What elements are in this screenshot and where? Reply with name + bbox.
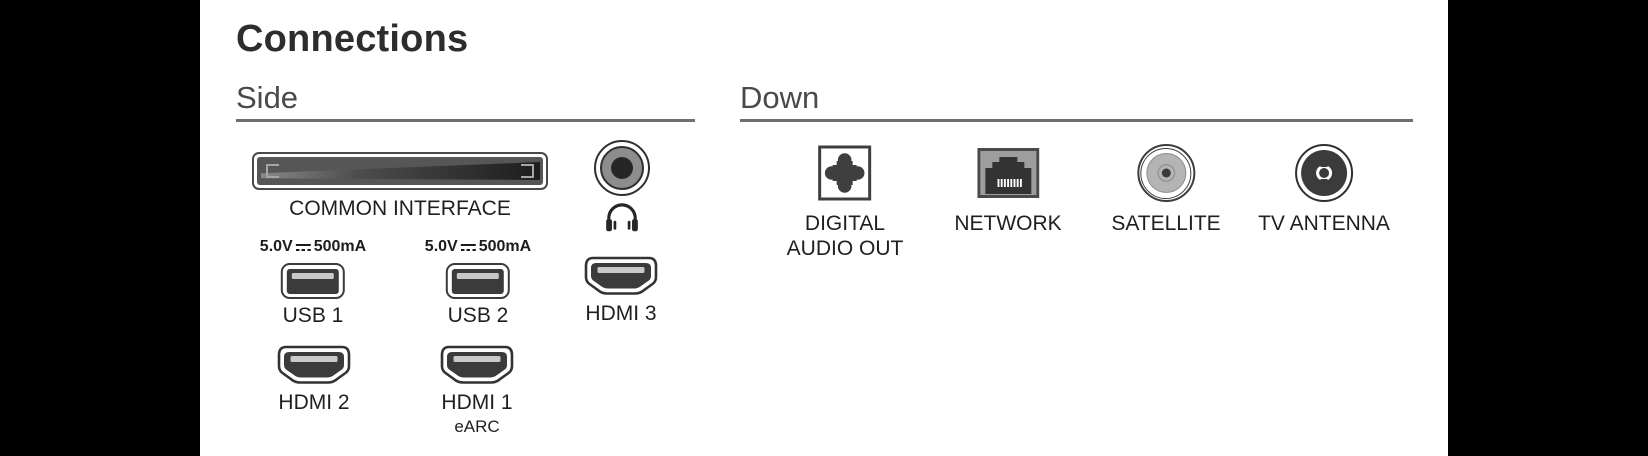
connector-pin bbox=[1161, 168, 1171, 178]
digital-audio-out-label-line1: DIGITAL bbox=[804, 212, 886, 235]
usb1-power-rating: 5.0V 500mA bbox=[260, 238, 366, 256]
satellite-port: SATELLITE bbox=[1111, 144, 1221, 236]
ethernet-rj45-icon bbox=[976, 148, 1039, 198]
ring-gap-bottom bbox=[1320, 179, 1328, 184]
hdmi3-port: HDMI 3 bbox=[583, 255, 659, 327]
ring-gap-top bbox=[1320, 162, 1328, 167]
hdmi3-label: HDMI 3 bbox=[585, 302, 657, 325]
common-interface-slot-icon bbox=[252, 152, 548, 190]
icon-area bbox=[976, 144, 1039, 202]
down-section-rule bbox=[740, 119, 1413, 122]
headphone-output bbox=[594, 140, 650, 234]
usb1-voltage: 5.0V bbox=[259, 238, 293, 255]
dc-symbol-icon bbox=[295, 243, 312, 254]
usb1-current: 500mA bbox=[313, 238, 367, 255]
down-section-heading: Down bbox=[740, 80, 820, 115]
slot-shading bbox=[261, 162, 540, 180]
hdmi1-earc-label: eARC bbox=[454, 417, 500, 436]
hdmi-port-icon bbox=[277, 345, 351, 384]
usb-tongue bbox=[287, 268, 339, 294]
side-section-rule bbox=[236, 119, 695, 122]
hdmi2-port: HDMI 2 bbox=[276, 344, 352, 416]
satellite-connector-icon bbox=[1136, 144, 1195, 202]
usb1-port: 5.0V 500mA USB 1 bbox=[260, 238, 366, 329]
tv-antenna-port: TV ANTENNA bbox=[1258, 144, 1390, 236]
usb2-port: 5.0V 500mA USB 2 bbox=[425, 238, 531, 329]
usb2-current: 500mA bbox=[478, 238, 532, 255]
tv-antenna-label: TV ANTENNA bbox=[1258, 212, 1390, 235]
hdmi2-label: HDMI 2 bbox=[278, 391, 350, 414]
headphone-jack-icon bbox=[594, 140, 650, 196]
common-interface-label: COMMON INTERFACE bbox=[289, 197, 511, 220]
common-interface-port: COMMON INTERFACE bbox=[252, 152, 548, 222]
headphones-icon bbox=[606, 203, 638, 232]
network-label: NETWORK bbox=[954, 212, 1062, 235]
slot-bracket-right bbox=[521, 164, 534, 178]
icon-area bbox=[818, 144, 872, 202]
slot-bracket-left bbox=[266, 164, 279, 178]
usb2-label: USB 2 bbox=[447, 304, 509, 327]
hdmi-port-icon bbox=[440, 345, 514, 384]
right-black-bar bbox=[1448, 0, 1648, 456]
dc-symbol-icon bbox=[460, 243, 477, 254]
coax-antenna-icon bbox=[1294, 144, 1353, 202]
connector-ring bbox=[1140, 147, 1192, 199]
hdmi1-port: HDMI 1 eARC bbox=[439, 344, 515, 437]
satellite-label: SATELLITE bbox=[1111, 212, 1221, 235]
usb2-voltage: 5.0V bbox=[424, 238, 458, 255]
hdmi1-label: HDMI 1 bbox=[441, 391, 513, 414]
left-black-bar bbox=[0, 0, 200, 456]
hdmi-port-icon bbox=[584, 256, 658, 295]
common-interface-slot-opening bbox=[257, 157, 543, 185]
optical-audio-icon bbox=[818, 145, 872, 201]
side-section-heading: Side bbox=[236, 80, 299, 115]
usb-tongue bbox=[452, 268, 504, 294]
jack-core bbox=[611, 157, 633, 179]
digital-audio-out-port: DIGITAL AUDIO OUT bbox=[786, 144, 904, 261]
usb-port-icon bbox=[446, 263, 510, 299]
usb1-label: USB 1 bbox=[282, 304, 344, 327]
digital-audio-out-label-line2: AUDIO OUT bbox=[786, 237, 904, 260]
page-title: Connections bbox=[236, 18, 469, 60]
usb-port-icon bbox=[281, 263, 345, 299]
icon-area bbox=[1294, 144, 1353, 202]
icon-area bbox=[1136, 144, 1195, 202]
network-port: NETWORK bbox=[954, 144, 1062, 236]
usb2-power-rating: 5.0V 500mA bbox=[425, 238, 531, 256]
jack-ring bbox=[600, 146, 644, 190]
